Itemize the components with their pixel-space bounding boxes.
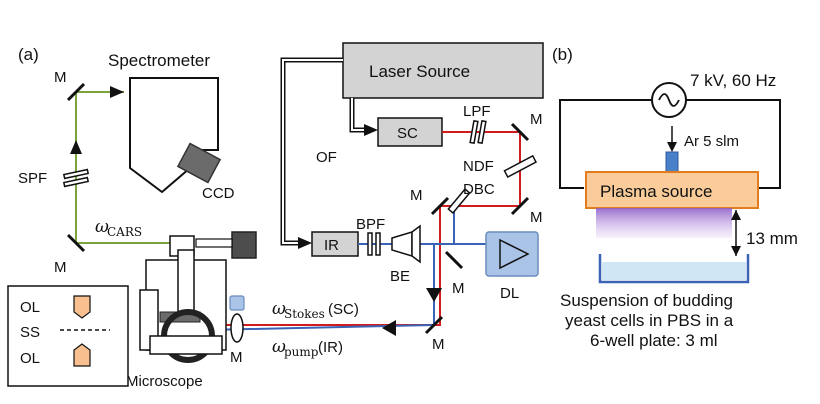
ir-label: IR: [324, 237, 339, 254]
microscope-label: Microscope: [126, 373, 203, 390]
beam-down-arrow: [426, 288, 442, 302]
cars-beam: [75, 91, 182, 244]
omega-stokes-symbol: ω: [272, 299, 286, 319]
ndf-filter: [503, 154, 538, 179]
gas-flow-arrow: [667, 142, 677, 152]
spf-filter-2: [62, 176, 90, 188]
fiber-ir-arrow: [298, 237, 312, 249]
microscope-arm: [139, 289, 159, 351]
be-label: BE: [390, 268, 410, 285]
beam-left-arrow: [382, 320, 396, 336]
gap-label: 13 mm: [746, 229, 798, 248]
well-liquid: [602, 262, 746, 280]
lpf-filter-1: [469, 119, 479, 145]
small-blue-mirror: [229, 295, 245, 311]
be-expander-1: [391, 230, 413, 258]
mirror-dbc-left: [430, 196, 450, 216]
mirror-ndf-bottom: [510, 196, 530, 216]
caption-line-3: 6-well plate: 3 ml: [590, 331, 718, 350]
ol-top-label: OL: [20, 299, 40, 316]
gas-nozzle: [665, 151, 679, 173]
dl-label: DL: [500, 285, 519, 302]
fiber-sc-arrow: [364, 124, 378, 136]
caption-line-2: yeast cells in PBS in a: [565, 311, 734, 330]
ol-bottom-label: OL: [20, 350, 40, 367]
mirror-label-8: M: [230, 349, 243, 366]
ccd-detector: [176, 142, 222, 184]
panel-b-label: (b): [552, 45, 573, 64]
mirror-cars-corner: [66, 233, 86, 253]
spf-filter-1: [62, 168, 90, 180]
mirror-label-5: M: [432, 336, 445, 353]
ir-box: [311, 231, 359, 257]
mirror-label-1: M: [530, 111, 543, 128]
microscope: [139, 231, 257, 363]
pump-beam: [159, 206, 528, 332]
gap-arrow-top: [731, 210, 741, 220]
cars-arrow-right: [110, 86, 124, 98]
focusing-lens: [230, 313, 244, 343]
mirror-label-3: M: [410, 187, 423, 204]
bpf-filter-1: [367, 232, 373, 256]
mirror-label-6: M: [54, 69, 67, 86]
ol-top-objective: [73, 295, 91, 319]
panel-a-label: (a): [18, 45, 39, 64]
of-label: OF: [316, 149, 337, 166]
lpf-label: LPF: [463, 103, 491, 120]
spectrometer-label: Spectrometer: [108, 51, 210, 70]
voltage-label: 7 kV, 60 Hz: [690, 71, 776, 90]
gas-label: Ar 5 slm: [684, 133, 739, 150]
bpf-label: BPF: [356, 216, 385, 233]
omega-stokes-sub: Stokes: [284, 307, 325, 321]
microscope-camera: [231, 231, 257, 259]
laser-source-label: Laser Source: [369, 62, 470, 81]
well-plate: [598, 254, 750, 284]
laser-source-box: [342, 42, 544, 99]
plasma-source-label: Plasma source: [600, 182, 712, 201]
ccd-label: CCD: [202, 185, 235, 202]
caption-line-1: Suspension of budding: [560, 291, 733, 310]
sc-label: SC: [397, 125, 418, 142]
inset-box: [7, 285, 129, 387]
gap-arrow-bottom: [731, 246, 741, 256]
omega-cars-sub: CARS: [107, 225, 142, 239]
microscope-camera-port: [195, 238, 233, 248]
mirror-spectrometer: [66, 82, 86, 102]
circuit-left-wire: [559, 99, 652, 189]
mirror-lpf-corner: [510, 122, 530, 142]
microscope-base: [149, 335, 223, 355]
omega-cars-symbol: ω: [95, 217, 109, 237]
bpf-filter-2: [375, 232, 381, 256]
mirror-blue-bottom: [444, 250, 464, 270]
cars-arrow-up: [70, 140, 82, 154]
plasma-plume: [596, 208, 732, 238]
mirror-label-7: M: [54, 259, 67, 276]
dbc-splitter: [447, 188, 471, 214]
sine-wave-icon: [658, 93, 680, 107]
dl-prism: [499, 238, 530, 270]
omega-stokes-paren: (SC): [328, 301, 359, 318]
dbc-label: DBC: [463, 181, 495, 198]
spf-label: SPF: [18, 170, 47, 187]
lpf-filter-2: [477, 119, 487, 145]
fiber-to-ir-inner: [282, 59, 343, 244]
circuit-right-wire: [686, 99, 781, 189]
omega-pump-symbol: ω: [272, 337, 286, 357]
dl-box: [485, 231, 539, 277]
ndf-label: NDF: [463, 158, 494, 175]
fiber-to-sc-inner: [351, 98, 368, 131]
mirror-bottom-right: [424, 315, 444, 335]
ss-label: SS: [20, 324, 40, 341]
plasma-source-box: [585, 171, 759, 209]
mirror-label-2: M: [530, 209, 543, 226]
ol-bottom-objective: [73, 343, 91, 367]
be-expander-2: [411, 224, 421, 264]
omega-pump-sub: pump: [284, 345, 319, 359]
omega-pump-paren: (IR): [318, 339, 343, 356]
mirror-label-4: M: [452, 280, 465, 297]
